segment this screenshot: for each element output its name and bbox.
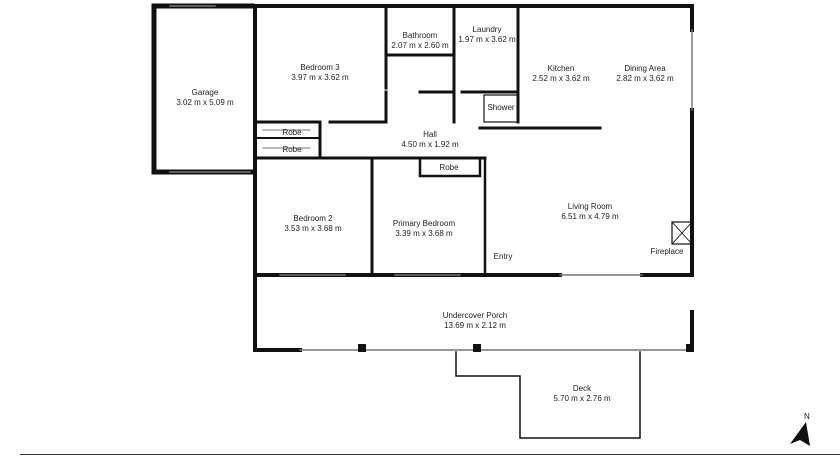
house-exterior-wall [250, 4, 694, 277]
hall-walls [253, 143, 487, 277]
bedroom3-walls [253, 4, 388, 160]
porch-walls [253, 273, 302, 352]
label-entry: Entry [493, 252, 513, 261]
north-label: N [804, 412, 810, 421]
label-robe-primary: Robe [439, 163, 459, 172]
label-robe-bedroom3-lower: Robe [282, 145, 302, 154]
north-arrow-icon: N [790, 412, 810, 446]
footer-divider [20, 454, 840, 455]
primary-robe-walls [418, 156, 487, 277]
label-shower: Shower [487, 103, 515, 112]
label-fireplace: Fireplace [650, 247, 684, 256]
fireplace [671, 221, 693, 245]
deck-outline [455, 351, 641, 439]
label-robe-bedroom3-upper: Robe [282, 128, 302, 137]
kitchen-walls [478, 4, 602, 130]
